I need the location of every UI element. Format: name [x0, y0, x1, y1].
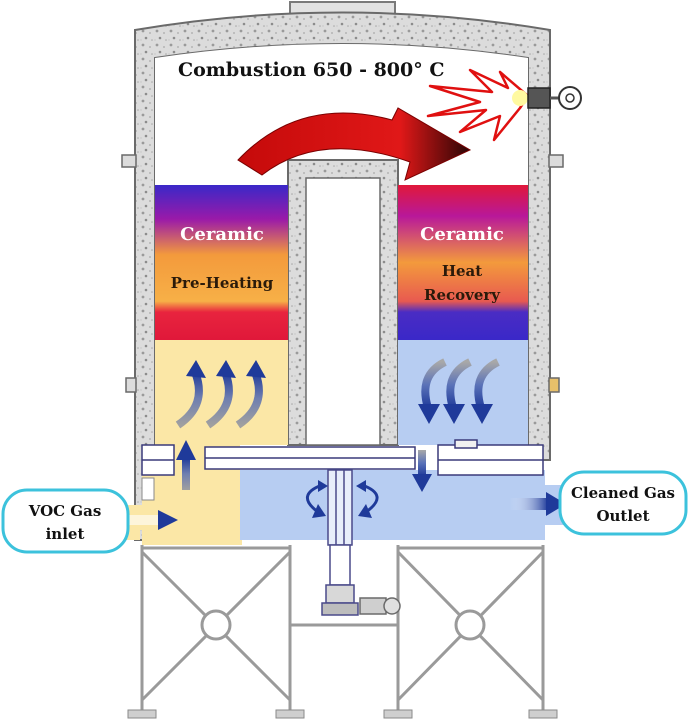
- outlet-drop-arrow: [412, 450, 432, 492]
- shell-nozzle-left-low: [125, 377, 137, 393]
- left-bed-function-label: Pre-Heating: [171, 274, 274, 292]
- right-ceramic-bed: [398, 185, 528, 340]
- combustion-flow-arrow: [237, 107, 472, 181]
- inlet-flow-arrow: [128, 510, 178, 530]
- shell-nozzle-right-low: [548, 377, 560, 393]
- outlet-callout-line2: Outlet: [596, 507, 649, 525]
- inlet-gap-block: [141, 477, 155, 501]
- burner-flame: [426, 68, 530, 142]
- drive-motor: [359, 597, 401, 615]
- outlet-flow-arrow: [510, 492, 566, 516]
- outlet-callout: [558, 470, 688, 536]
- inlet-callout-line2: inlet: [46, 525, 85, 543]
- combustion-title: Combustion 650 - 800° C: [178, 59, 444, 81]
- rotary-swirl-heads: [312, 480, 372, 518]
- outlet-plenum: [398, 340, 528, 445]
- inlet-callout-line1: VOC Gas: [28, 502, 102, 520]
- right-bed-function-line1: Heat: [442, 262, 482, 280]
- shell-nozzle-left: [121, 154, 137, 168]
- leg-feet: [127, 709, 558, 719]
- frame-joint-left: [200, 609, 232, 641]
- inlet-plenum: [155, 340, 288, 445]
- downflow-arrowheads: [418, 404, 493, 424]
- right-bed-function-line2: Recovery: [424, 286, 501, 304]
- damper-plates: [141, 439, 544, 476]
- upflow-arrows: [175, 370, 263, 429]
- burner-assembly: [527, 86, 582, 110]
- downflow-arrows: [421, 358, 500, 410]
- left-ceramic-bed: [155, 185, 288, 340]
- right-bed-material-label: Ceramic: [420, 224, 504, 245]
- outlet-callout-line1: Cleaned Gas: [571, 484, 675, 502]
- left-bed-material-label: Ceramic: [180, 224, 264, 245]
- upflow-arrowheads: [186, 360, 266, 378]
- inlet-callout: [1, 488, 130, 554]
- frame-joint-right: [454, 609, 486, 641]
- inlet-riser-arrow: [176, 440, 196, 490]
- rotary-valve-shaft: [321, 469, 359, 616]
- shell-nozzle-right: [548, 154, 564, 168]
- center-divider-core: [305, 177, 381, 446]
